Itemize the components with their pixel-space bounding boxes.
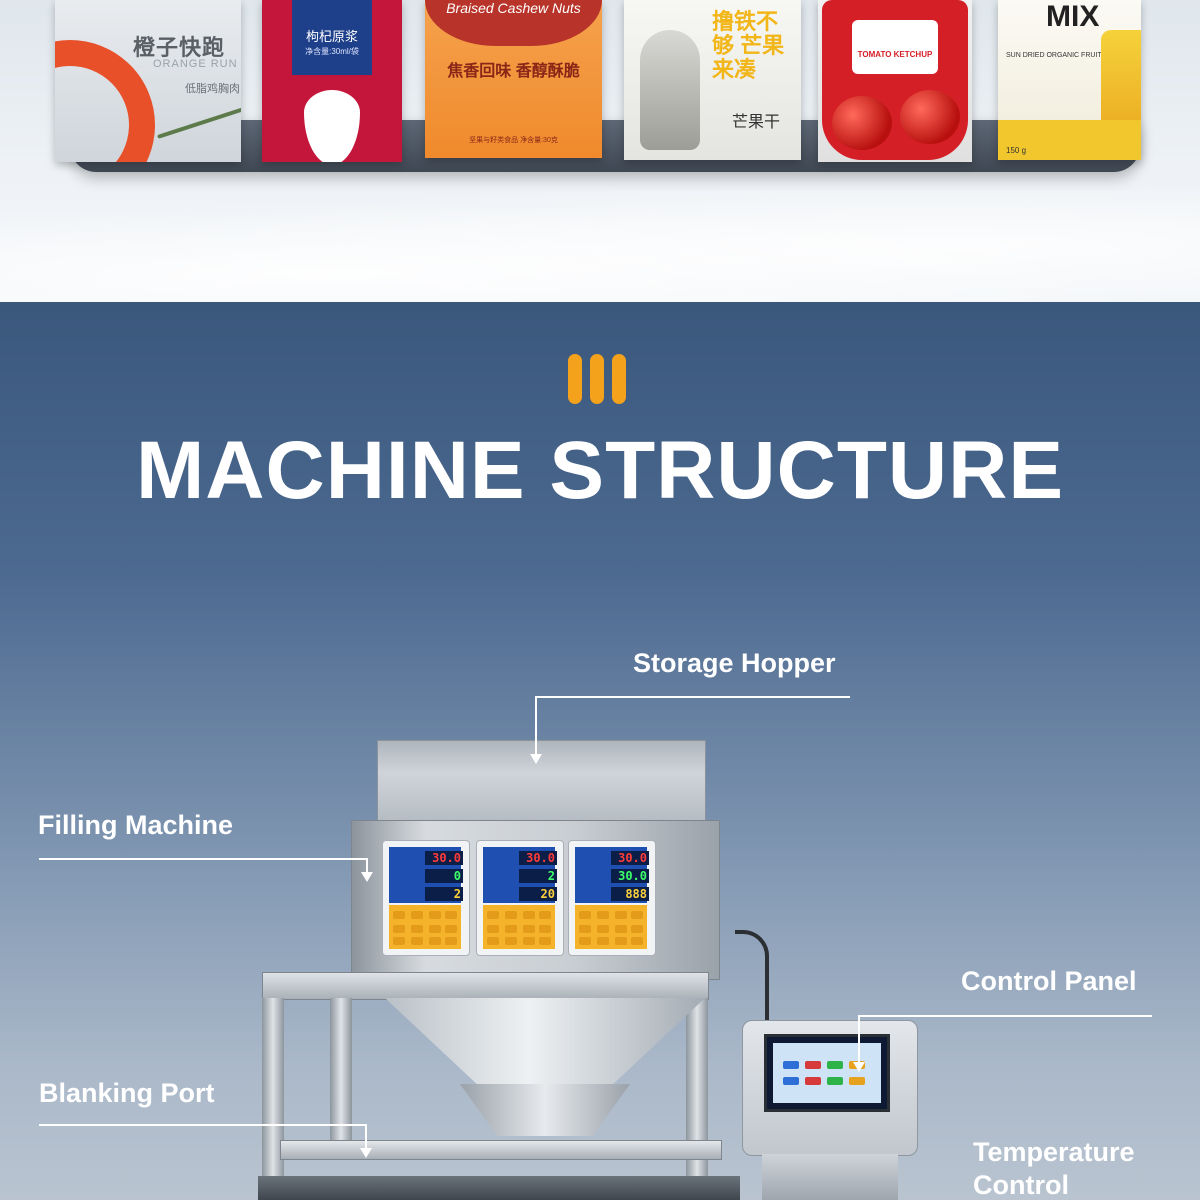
cartoon-character-icon xyxy=(640,30,700,150)
controller-digit: 2 xyxy=(425,887,463,901)
frame-top-bar xyxy=(262,972,709,1000)
controller-digit: 2 xyxy=(519,869,557,883)
callout-line xyxy=(39,858,367,860)
frame-shelf xyxy=(280,1140,722,1160)
label-panel xyxy=(292,0,372,75)
touch-screen[interactable] xyxy=(764,1034,890,1112)
controller-digit: 30.0 xyxy=(611,869,649,883)
controller-digit: 30.0 xyxy=(425,851,463,865)
section-accent-bars xyxy=(568,354,626,404)
frame-leg xyxy=(686,998,708,1178)
arrow-down-icon xyxy=(360,1148,372,1158)
product-weight: 150 g xyxy=(1006,146,1027,155)
controller-keypad xyxy=(575,905,647,949)
touch-screen-ui xyxy=(773,1043,881,1103)
product-subtitle: SUN DRIED ORGANIC FRUIT MIX xyxy=(1006,52,1116,59)
product-title: MIX xyxy=(1046,0,1100,33)
product-title: 枸杞原浆 xyxy=(305,29,358,44)
product-title: 撸铁不够 芒果来凑 xyxy=(712,9,785,82)
arrow-down-icon xyxy=(853,1062,865,1072)
background-haze xyxy=(0,190,1200,302)
controller-keypad xyxy=(483,905,555,949)
controller-digit: 0 xyxy=(425,869,463,883)
product-brand-en: ORANGE RUN xyxy=(153,58,238,70)
tomato-icon xyxy=(900,90,960,144)
power-cable xyxy=(735,930,769,1034)
frame-leg xyxy=(262,998,284,1178)
product-title: Braised Cashew Nuts xyxy=(446,0,581,16)
controller-digit: 30.0 xyxy=(611,851,649,865)
callout-line xyxy=(365,1124,367,1148)
product-label: TOMATO KETCHUP xyxy=(857,50,933,59)
product-subtitle: 低脂鸡胸肉 xyxy=(185,83,240,95)
weighing-controller: 30.0 2 20 xyxy=(476,840,564,956)
product-note: 坚果与籽类食品 净含量:30克 xyxy=(469,137,558,144)
product-pouch-ketchup: TOMATO KETCHUP xyxy=(818,0,972,162)
controller-digit: 30.0 xyxy=(519,851,557,865)
accent-bar xyxy=(590,354,604,404)
callout-filling-machine: Filling Machine xyxy=(38,810,234,840)
callout-blanking-port: Blanking Port xyxy=(39,1078,215,1108)
product-name: 芒果干 xyxy=(732,114,781,131)
callout-line xyxy=(39,1124,366,1126)
ketchup-label: TOMATO KETCHUP xyxy=(852,20,938,74)
callout-control-panel: Control Panel xyxy=(961,966,1137,996)
callout-line xyxy=(535,696,850,698)
product-banner: 橙子快跑 ORANGE RUN 低脂鸡胸肉 枸杞原浆 净含量:30ml/袋 Br… xyxy=(0,0,1200,302)
product-pouch-fruit-mix: MIX SUN DRIED ORGANIC FRUIT MIX 150 g xyxy=(998,0,1141,160)
product-pouch-goji: 枸杞原浆 净含量:30ml/袋 xyxy=(262,0,402,162)
section-heading: MACHINE STRUCTURE xyxy=(135,425,1065,516)
product-brand: 橙子快跑 xyxy=(133,35,226,60)
controller-digit: 888 xyxy=(611,887,649,901)
accent-bar xyxy=(612,354,626,404)
product-pouch-cashew: Braised Cashew Nuts 焦香回味 香醇酥脆 坚果与籽类食品 净含… xyxy=(425,0,602,158)
callout-line xyxy=(858,1015,860,1063)
callout-line xyxy=(366,858,368,872)
product-subtitle: 焦香回味 香醇酥脆 xyxy=(447,63,580,80)
yellow-band xyxy=(998,120,1141,160)
storage-hopper xyxy=(377,740,706,822)
callout-line xyxy=(535,696,537,754)
controller-keypad xyxy=(389,905,461,949)
callout-temperature-control: Temperature Control xyxy=(973,1137,1135,1200)
product-pouch-orange-run: 橙子快跑 ORANGE RUN 低脂鸡胸肉 xyxy=(55,0,241,162)
control-panel-stand xyxy=(762,1154,898,1200)
accent-bar xyxy=(568,354,582,404)
callout-line xyxy=(858,1015,1152,1017)
arrow-down-icon xyxy=(530,754,542,764)
tomato-icon xyxy=(832,96,892,150)
callout-storage-hopper: Storage Hopper xyxy=(633,648,836,678)
product-subtitle: 净含量:30ml/袋 xyxy=(305,47,359,56)
milk-drip-icon xyxy=(304,90,360,162)
frame-leg xyxy=(330,998,352,1148)
weighing-controller: 30.0 0 2 xyxy=(382,840,470,956)
machine-base xyxy=(258,1176,740,1200)
rosemary-icon xyxy=(157,101,241,139)
weighing-controller: 30.0 30.0 888 xyxy=(568,840,656,956)
controller-digit: 20 xyxy=(519,887,557,901)
product-pouch-mango: 撸铁不够 芒果来凑 芒果干 xyxy=(624,0,801,160)
arrow-down-icon xyxy=(361,872,373,882)
